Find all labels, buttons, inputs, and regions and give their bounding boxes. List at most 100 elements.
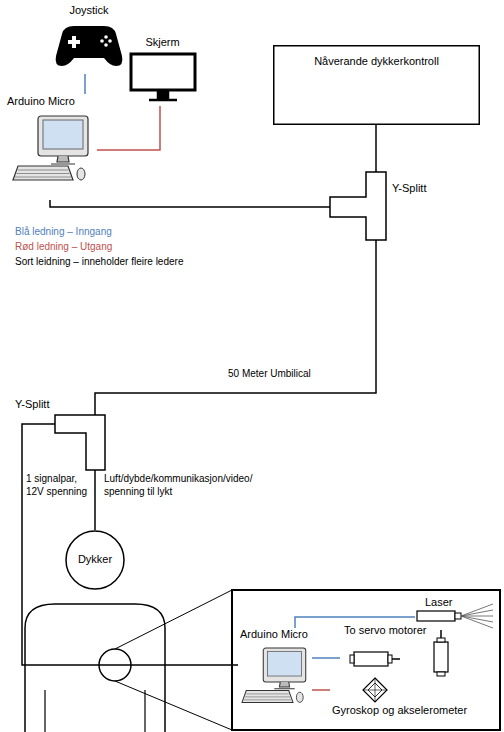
sensor-symbol-graphic <box>330 677 475 727</box>
computer-icon: Arduino Micro <box>5 94 97 200</box>
keyboard <box>13 166 73 180</box>
wire-connector <box>22 424 238 665</box>
wire-label: Luft/dybde/kommunikasjon/video/ spenning… <box>104 473 279 498</box>
zoom-line <box>115 590 232 649</box>
computer-icon-graphic <box>5 94 97 200</box>
servo-ear <box>437 638 445 642</box>
keyboard-keys <box>18 170 68 171</box>
monitor-case <box>263 648 306 682</box>
y-splitter-graphic <box>55 415 105 470</box>
mouse <box>77 168 85 180</box>
y-splitter: Y-Splitt <box>55 415 105 470</box>
wire-connector <box>94 470 96 530</box>
diver-arm-lines <box>45 690 145 732</box>
legend-text: Blå ledning – Inngang <box>15 226 112 237</box>
monitor-screen <box>43 120 83 149</box>
box-outline <box>274 46 480 125</box>
circle-outline <box>66 531 124 589</box>
gamepad-button <box>104 35 108 39</box>
servo-shaft <box>392 658 400 660</box>
servo-body <box>354 652 388 666</box>
legend-entry: Rød ledning – Utgang <box>15 239 183 254</box>
wire-label: 50 Meter Umbilical <box>228 368 311 381</box>
laser-ray <box>461 604 493 616</box>
laser-body <box>417 611 455 621</box>
keyboard <box>242 691 293 703</box>
sensor-symbol: Gyroskop og akselerometer <box>330 677 475 727</box>
computer <box>13 116 88 180</box>
legend-swatch: Blå ledning – Inngang <box>15 226 112 237</box>
node-label: Skjerm <box>145 36 179 49</box>
screen-icon: Skjerm <box>125 36 200 106</box>
screen-frame <box>131 54 195 90</box>
node-label: Nåverande dykkerkontroll <box>314 55 439 68</box>
joystick-icon: Joystick <box>50 4 128 74</box>
laser-tip <box>455 613 461 619</box>
keyboard-keys <box>245 696 290 697</box>
wire-connector <box>312 657 340 659</box>
servo-ear <box>388 655 392 663</box>
servo-body <box>434 642 448 672</box>
laser-ray <box>461 610 493 616</box>
legend-entry: Sort leidning – inneholder fleire ledere <box>15 254 183 269</box>
diver-head-circle: Dykker <box>65 530 125 590</box>
laser-symbol: Laser <box>415 596 495 624</box>
servo-symbol: To servo motorer <box>340 624 452 676</box>
node-label: Laser <box>425 596 453 609</box>
keyboard-keys <box>15 177 71 178</box>
zoom-inset-frame <box>232 590 500 730</box>
servo-ear <box>437 672 445 676</box>
legend-text: Sort leidning – inneholder fleire ledere <box>15 256 183 267</box>
node-label: Y-Splitt <box>392 182 426 195</box>
servo-ear <box>350 655 354 663</box>
wire-connector <box>312 689 330 691</box>
keyboard-keys <box>246 693 289 694</box>
servo-shaft <box>440 630 442 638</box>
node-label: Arduino Micro <box>7 95 75 108</box>
node-label: To servo motorer <box>344 624 427 637</box>
wire-connector <box>50 200 330 207</box>
laser-ray <box>461 616 493 628</box>
legend: Blå ledning – InngangRød ledning – Utgan… <box>15 224 183 269</box>
wire-connector <box>375 125 377 172</box>
legend-swatch: Rød ledning – Utgang <box>15 241 112 252</box>
node-label: Y-Splitt <box>15 398 49 411</box>
y-splitter: Y-Splitt <box>330 172 386 240</box>
process-box: Nåverande dykkerkontroll <box>273 45 480 125</box>
wire-connector <box>84 74 86 94</box>
node-label: Joystick <box>69 4 108 17</box>
gamepad-body <box>56 26 123 66</box>
wire-label: 1 signalpar, 12V spenning <box>26 473 90 498</box>
monitor-stand <box>274 682 294 689</box>
wire-connector <box>97 106 160 150</box>
y-splitter-shape <box>55 415 105 470</box>
monitor-case <box>38 116 88 156</box>
gyro-axes <box>363 678 387 702</box>
zoom-line <box>115 681 232 730</box>
y-splitter-shape <box>330 172 386 240</box>
node-label: Arduino Micro <box>240 628 308 641</box>
keyboard-keys <box>244 699 292 700</box>
gyro-diamond <box>363 678 387 702</box>
computer-icon: Arduino Micro <box>238 628 312 708</box>
gamepad <box>56 26 123 66</box>
node-label: Dykker <box>78 553 112 566</box>
legend-entry: Blå ledning – Inngang <box>15 224 183 239</box>
monitor-screen <box>268 651 302 676</box>
keyboard-keys <box>17 173 70 174</box>
legend-swatch: Sort leidning – inneholder fleire ledere <box>15 256 183 267</box>
y-splitter-graphic <box>330 172 386 240</box>
legend-text: Rød ledning – Utgang <box>15 241 112 252</box>
gamepad-button <box>100 39 104 43</box>
laser-ray <box>461 616 493 622</box>
gamepad-dpad <box>72 36 76 48</box>
gamepad-button <box>108 39 112 43</box>
diver-body-outline <box>25 604 165 732</box>
mouse <box>296 692 303 702</box>
laser-ray <box>461 616 493 617</box>
computer <box>242 648 306 702</box>
monitor-stand <box>51 156 75 164</box>
screen-stand <box>149 91 177 100</box>
gamepad-button <box>104 43 108 47</box>
